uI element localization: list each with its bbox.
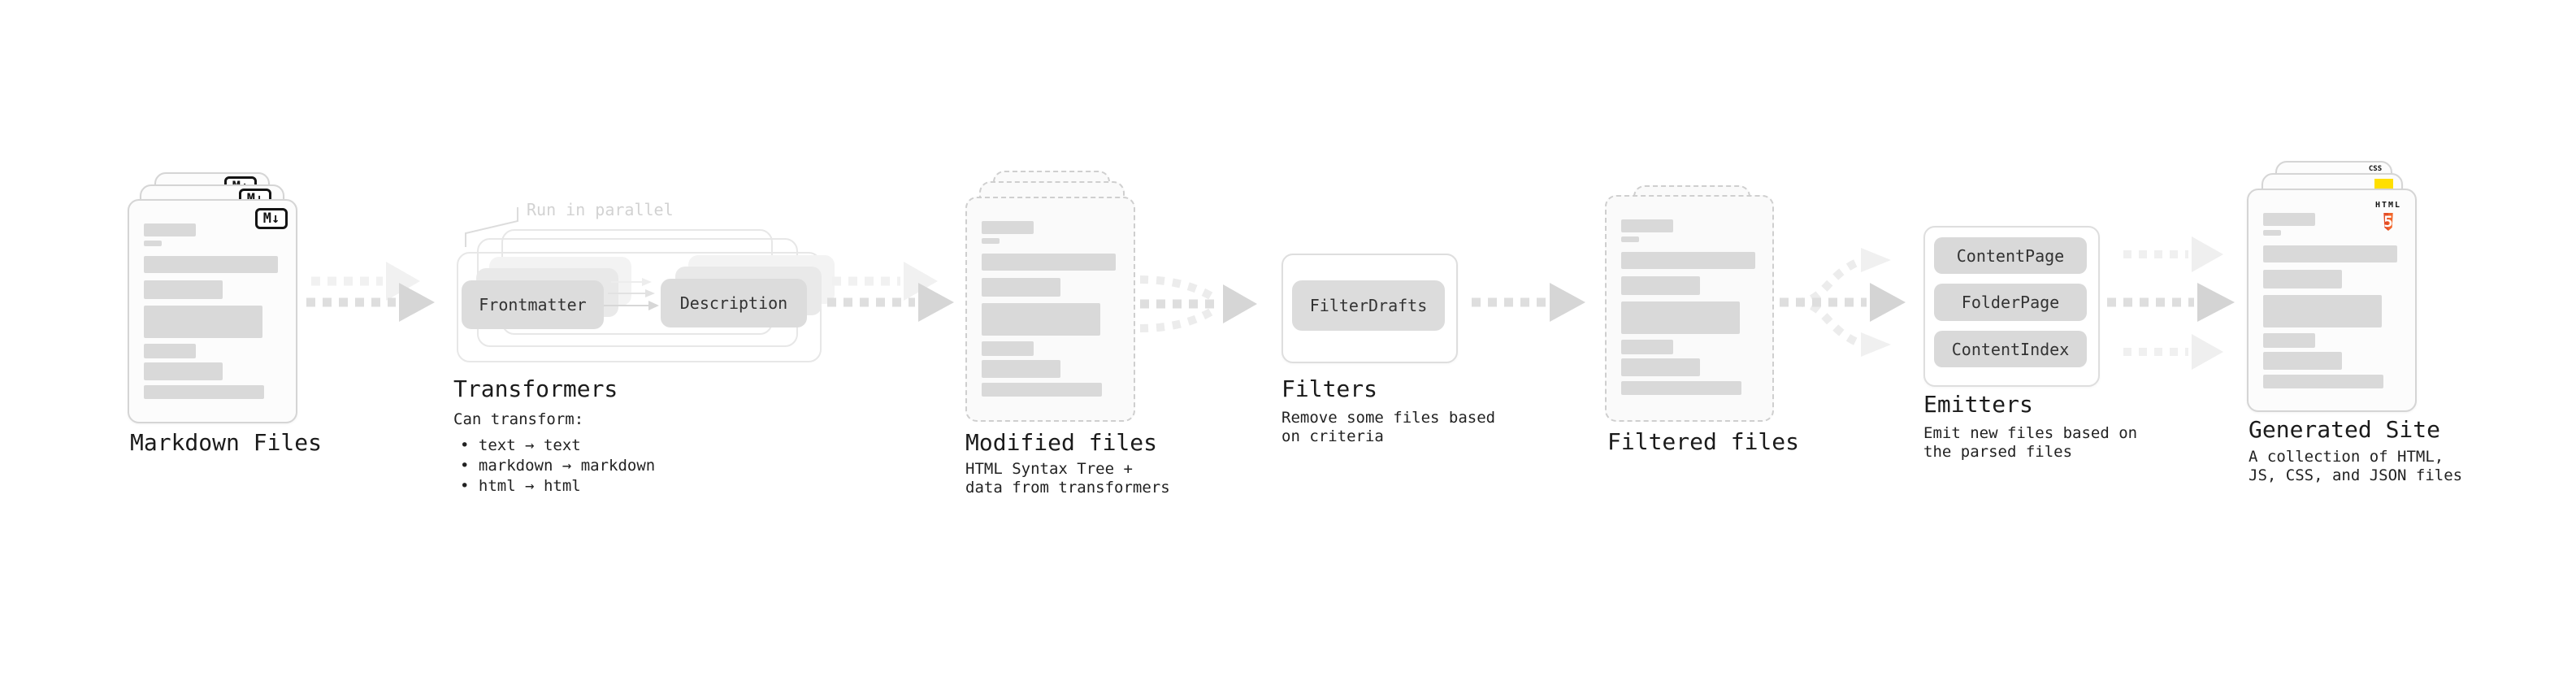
transformers-description: Can transform: (453, 410, 584, 428)
flow-arrow-emitters-bottom-icon (2123, 334, 2223, 370)
markdown-file-card-front: M↓ (128, 199, 297, 423)
text-placeholder-bars (144, 223, 278, 399)
stage-title-modified-files: Modified files (965, 429, 1158, 456)
stage-title-filters: Filters (1281, 375, 1378, 402)
stage-title-markdown-files: Markdown Files (130, 429, 323, 456)
generated-site-description: A collection of HTML, JS, CSS, and JSON … (2249, 448, 2463, 484)
emitters-description: Emit new files based on the parsed files (1923, 424, 2138, 461)
flow-arrow-modified-to-filters-icon (1139, 275, 1257, 332)
folderpage-pill: FolderPage (1934, 284, 2087, 321)
html5-logo-icon: HTML 5 (2374, 201, 2402, 231)
bullet-item: • markdown → markdown (460, 457, 656, 475)
stage-title-transformers: Transformers (453, 375, 618, 402)
pill-connector-arrows-icon (604, 278, 659, 310)
note-leader-line (465, 207, 518, 247)
run-in-parallel-note: Run in parallel (527, 200, 674, 219)
flow-arrow-filtered-to-emitters-icon (1780, 248, 1906, 357)
text-placeholder-bars (982, 221, 1116, 397)
generated-html-file-card: HTML 5 (2247, 189, 2417, 412)
description-pill: Description (661, 279, 807, 327)
flow-arrow-transformers-to-modified-icon (827, 262, 954, 322)
text-placeholder-bars (1621, 219, 1755, 395)
modified-files-description: HTML Syntax Tree + data from transformer… (965, 460, 1170, 497)
flow-arrow-emitters-middle-icon (2107, 283, 2235, 322)
filters-description: Remove some files based on criteria (1281, 409, 1496, 445)
bullet-item: • html → html (460, 477, 581, 495)
stage-title-emitters: Emitters (1923, 391, 2033, 418)
flow-arrow-filters-to-filtered-icon (1472, 283, 1585, 322)
contentindex-pill: ContentIndex (1934, 331, 2087, 367)
modified-file-card-front (965, 197, 1135, 422)
filterdrafts-pill: FilterDrafts (1292, 280, 1445, 331)
stage-title-generated-site: Generated Site (2249, 416, 2441, 443)
frontmatter-pill: Frontmatter (462, 280, 604, 329)
text-placeholder-bars (2263, 213, 2397, 388)
flow-arrow-emitters-top-icon (2123, 236, 2223, 272)
transformers-bullet-list: • text → text • markdown → markdown • ht… (460, 436, 655, 497)
flow-arrow-markdown-to-transformers-icon (306, 262, 435, 322)
bullet-item: • text → text (460, 436, 581, 454)
stage-title-filtered-files: Filtered files (1607, 428, 1800, 455)
contentpage-pill: ContentPage (1934, 237, 2087, 274)
filtered-file-card-front (1605, 195, 1774, 422)
markdown-icon: M↓ (255, 208, 288, 229)
